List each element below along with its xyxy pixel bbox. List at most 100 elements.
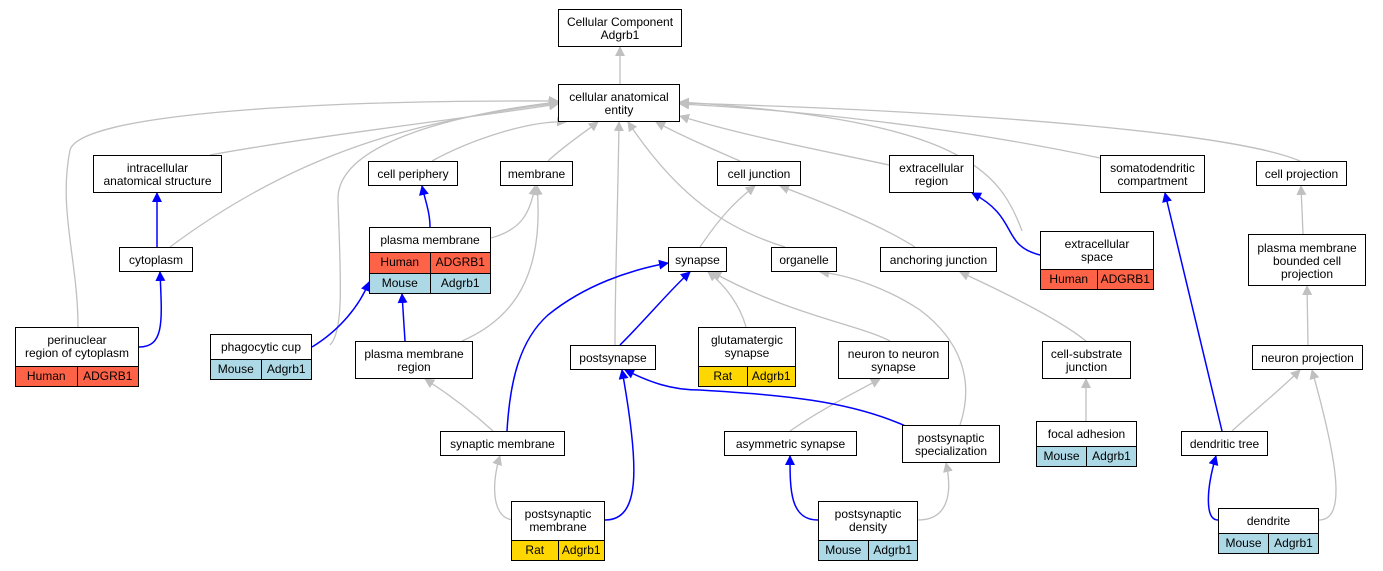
edge-pmbcp-to-cproj xyxy=(1296,185,1307,235)
node-label-line: postsynaptic xyxy=(834,507,902,521)
node-label-line: perinuclear xyxy=(47,333,107,347)
node-label: synapse xyxy=(669,248,726,273)
node-label-line: anatomical structure xyxy=(103,174,212,188)
species-cell: Human xyxy=(16,367,77,386)
node-label-line: plasma membrane xyxy=(1257,240,1357,255)
node-label: focal adhesion xyxy=(1037,422,1136,446)
node-org[interactable]: organelle xyxy=(771,247,837,272)
node-label-line: synapse xyxy=(871,360,916,374)
node-dt[interactable]: dendritic tree xyxy=(1181,431,1268,456)
node-label-line: space xyxy=(1080,249,1114,264)
node-cyto[interactable]: cytoplasm xyxy=(119,247,193,272)
node-label: cell periphery xyxy=(369,162,457,187)
edge-pss-to-psyn xyxy=(624,369,911,429)
node-label: cell projection xyxy=(1257,162,1346,187)
edge-sm-to-syn xyxy=(506,259,669,432)
node-label-line: specialization xyxy=(914,444,988,458)
node-label-line: anchoring junction xyxy=(889,253,988,267)
node-label-line: region xyxy=(397,360,431,374)
node-label-line: glutamatergic xyxy=(710,333,784,347)
node-psyn[interactable]: postsynapse xyxy=(570,345,656,370)
edge-cyto-to-cae xyxy=(169,99,559,248)
node-label-line: synapse xyxy=(724,346,770,360)
node-label-line: postsynaptic xyxy=(917,431,985,445)
gene-cell: Adgrb1 xyxy=(746,367,795,386)
node-aj[interactable]: anchoring junction xyxy=(880,247,997,272)
node-cp[interactable]: cell periphery xyxy=(368,161,458,186)
edge-ias-to-cae xyxy=(209,100,559,156)
node-label-line: compartment xyxy=(1117,174,1188,188)
edge-sdc-to-cae xyxy=(679,99,1101,159)
edge-pmr-to-mem xyxy=(461,185,543,342)
node-cproj[interactable]: cell projection xyxy=(1256,161,1347,186)
edge-dt-to-sdc xyxy=(1162,192,1223,432)
species-cell: Mouse xyxy=(211,360,261,379)
gene-cell: Adgrb1 xyxy=(429,273,490,293)
node-label-line: extracellular xyxy=(899,161,964,175)
node-label-line: plasma membrane xyxy=(364,347,464,361)
node-mem[interactable]: membrane xyxy=(500,161,573,186)
node-cj[interactable]: cell junction xyxy=(717,161,801,186)
node-asy[interactable]: asymmetric synapse xyxy=(724,431,857,456)
node-label: dendrite xyxy=(1219,509,1318,533)
edge-np-to-pmbcp xyxy=(1302,285,1313,346)
node-label-line: cellular anatomical xyxy=(569,90,669,104)
node-np[interactable]: neuron projection xyxy=(1252,345,1363,370)
node-label-line: cell projection xyxy=(1264,167,1339,181)
node-syn[interactable]: synapse xyxy=(668,247,727,272)
species-cell: Mouse xyxy=(819,541,868,560)
edge-sm-to-pmr xyxy=(424,378,494,432)
edge-psyn-to-cae xyxy=(613,121,624,346)
species-cell: Rat xyxy=(512,541,558,560)
edge-psyn-to-syn xyxy=(619,271,691,346)
node-label-line: somatodendritic xyxy=(1110,161,1195,175)
node-label: anchoring junction xyxy=(881,248,996,273)
edge-phc-to-pm xyxy=(311,281,371,348)
node-sm[interactable]: synaptic membrane xyxy=(440,431,565,456)
edge-mem-to-cae xyxy=(547,121,599,162)
node-label-line: asymmetric synapse xyxy=(735,437,846,451)
node-label-line: region xyxy=(914,174,949,188)
edge-asy-to-n2n xyxy=(789,378,881,432)
node-label: plasma membrane xyxy=(370,228,490,252)
edge-ecs-to-ecr xyxy=(971,192,1041,256)
node-label: organelle xyxy=(772,248,836,273)
node-label-line: neuron to neuron xyxy=(847,347,940,361)
node-label-line: extracellular xyxy=(1064,236,1130,251)
